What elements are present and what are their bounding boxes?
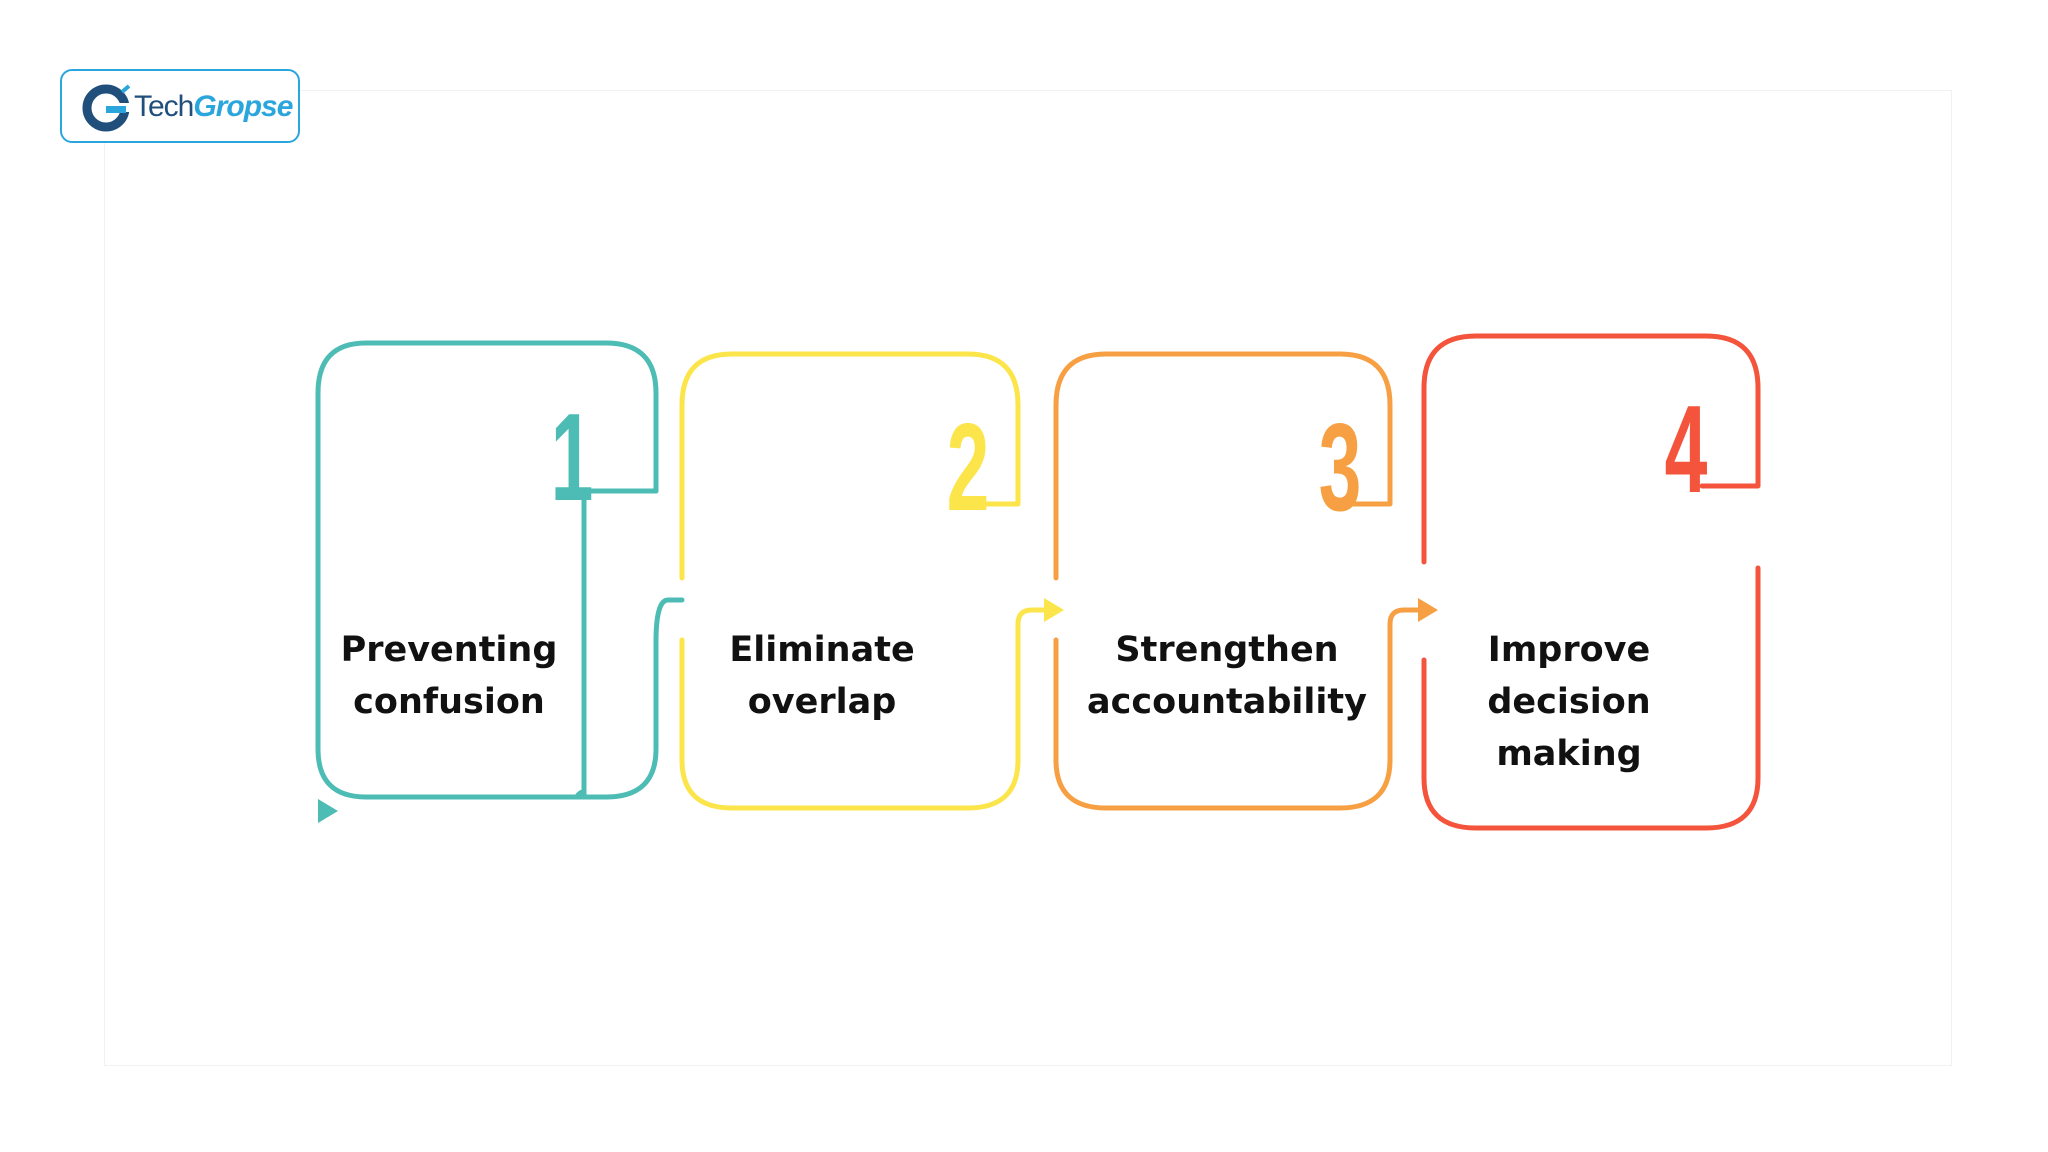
step-3-label-line-1: Strengthen [1115,630,1339,670]
step-3-label: Strengthen accountability [1067,624,1387,728]
step-1-number: 1 [551,388,594,526]
step-3-label-line-2: accountability [1087,682,1367,722]
step-1-box [315,340,685,800]
step-2-arrow [1044,598,1064,622]
logo-word-tech: Tech [134,90,194,123]
step-2-label-line-1: Eliminate [729,630,915,670]
step-1-label: Preventing confusion [289,624,609,728]
step-1-label-line-1: Preventing [340,630,558,670]
step-2-number: 2 [947,398,990,536]
step-3-arrow [1418,598,1438,622]
step-3-number: 3 [1319,398,1362,536]
step-4-label-line-1: Improve [1487,630,1651,670]
step-1-label-line-2: confusion [353,682,545,722]
step-4-label: Improve decision making [1409,624,1729,780]
step-4-box [1421,333,1761,831]
techgropse-logo-icon [82,84,130,132]
step-1-arrow [318,799,338,823]
step-4-number: 4 [1665,380,1708,518]
logo-wordmark: TechGropse [134,87,293,127]
slide-frame [104,90,1952,1066]
techgropse-logo: TechGropse [60,69,300,143]
step-3-box [1053,351,1421,811]
logo-word-gropse: Gropse [193,90,293,123]
step-2-box [679,351,1047,811]
step-2-label: Eliminate overlap [662,624,982,728]
step-2-label-line-2: overlap [747,682,897,722]
step-4-label-line-2: decision [1487,682,1651,722]
step-4-label-line-3: making [1496,734,1642,774]
